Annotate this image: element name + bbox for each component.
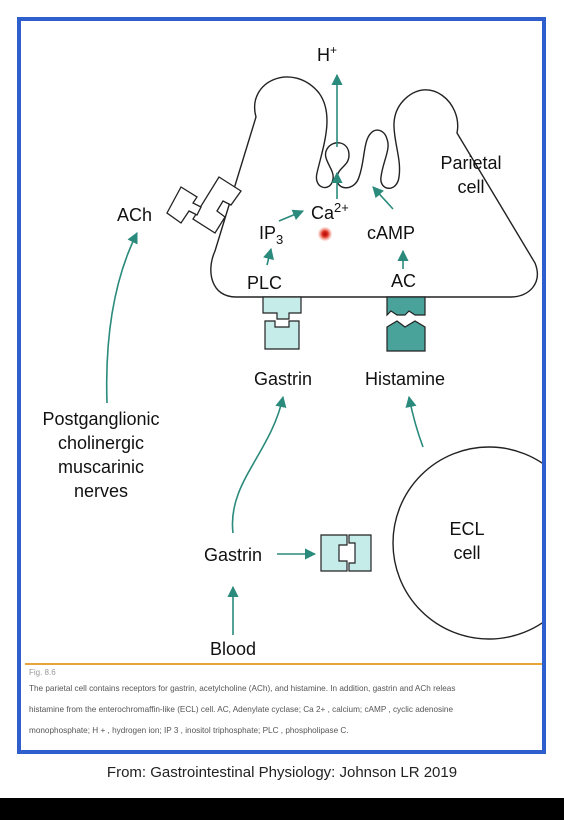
source-citation: From: Gastrointestinal Physiology: Johns… <box>106 764 458 781</box>
plc-label: PLC <box>247 273 282 293</box>
bottom-black-bar <box>0 798 564 820</box>
parietal-cell-label-2: cell <box>457 177 484 197</box>
arrow-ecl-to-histamine <box>405 395 424 448</box>
histamine-label: Histamine <box>365 369 445 389</box>
camp-label: cAMP <box>367 223 415 243</box>
ach-receptor <box>192 176 242 234</box>
figure-caption: Fig. 8.6 The parietal cell contains rece… <box>29 667 540 741</box>
ip3-label: IP3 <box>259 223 283 247</box>
gastrin-blood-label: Gastrin <box>204 545 262 565</box>
blood-label: Blood <box>210 639 256 659</box>
arrow-nerves-to-ach <box>105 231 138 404</box>
histamine-receptor <box>386 296 426 352</box>
arrow-gastrin-to-receptor <box>231 395 287 534</box>
figure-frame: H+ Parietal cell ACh Ca2+ IP3 cAMP PLC A… <box>17 17 546 754</box>
nerves-label-2: cholinergic <box>58 433 144 453</box>
arrow-camp-up <box>372 186 394 210</box>
arrow-plc-to-ip3 <box>263 247 274 266</box>
ecl-label-2: cell <box>453 543 480 563</box>
parietal-cell-label-1: Parietal <box>440 153 501 173</box>
ach-label: ACh <box>117 205 152 225</box>
ach-ligand <box>166 186 202 224</box>
ecl-cell <box>392 446 542 640</box>
parietal-cell-diagram: H+ Parietal cell ACh Ca2+ IP3 cAMP PLC A… <box>42 43 542 659</box>
gastrin-receptor <box>262 296 302 350</box>
ac-label: AC <box>391 271 416 291</box>
nerves-label-1: Postganglionic <box>42 409 159 429</box>
figure-number: Fig. 8.6 <box>29 668 56 677</box>
caption-line-2: histamine from the enterochromaffin-like… <box>29 705 454 714</box>
ecl-label-1: ECL <box>449 519 484 539</box>
h-plus-label: H+ <box>317 43 337 65</box>
caption-line-1: The parietal cell contains receptors for… <box>29 684 456 693</box>
arrow-ip3-to-ca <box>278 209 305 222</box>
caption-line-3: monophosphate; H + , hydrogen ion; IP 3 … <box>29 726 349 735</box>
nerves-label-3: muscarinic <box>58 457 144 477</box>
gastrin-receptor-label: Gastrin <box>254 369 312 389</box>
signal-arrows <box>105 73 424 635</box>
parietal-cell-membrane <box>210 76 538 298</box>
ecl-gastrin-receptor <box>320 534 372 572</box>
calcium-marker-dot <box>318 227 332 241</box>
ca-label: Ca2+ <box>311 200 349 223</box>
caption-divider <box>25 663 542 665</box>
nerves-label-4: nerves <box>74 481 128 501</box>
